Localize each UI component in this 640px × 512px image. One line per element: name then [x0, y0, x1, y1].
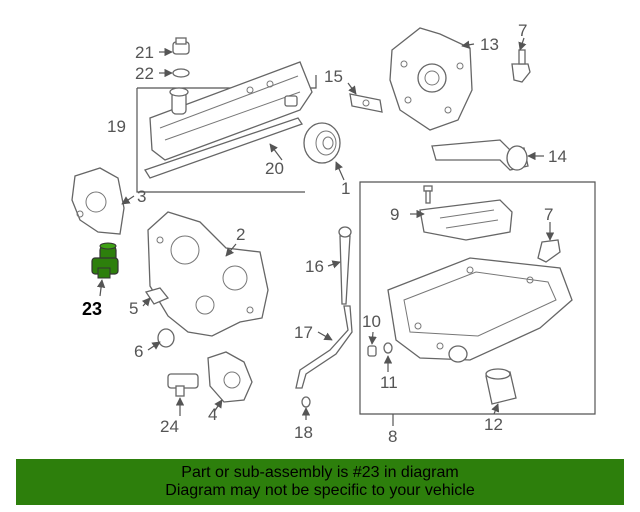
callout-7-top: 7: [518, 21, 527, 40]
parts-diagram: 21 22 19 15 13 7 14 20 1 3 9 7 2 16 23 5…: [71, 21, 596, 446]
highlighted-part-23[interactable]: [91, 242, 119, 279]
callout-2: 2: [236, 225, 245, 244]
callout-18: 18: [294, 423, 313, 442]
timing-cover-3: [71, 167, 125, 235]
dipstick-tube: [295, 305, 353, 389]
callout-11: 11: [380, 373, 398, 392]
gasket-15: [349, 93, 383, 113]
bolt-9: [423, 185, 433, 204]
callout-9: 9: [390, 205, 399, 224]
timing-case-2: [147, 211, 269, 337]
oil-pan-box: [359, 181, 596, 415]
baffle-9: [419, 199, 513, 241]
sensor-7-middle: [537, 239, 561, 263]
dipstick: [338, 226, 352, 305]
washer-11: [383, 342, 393, 354]
oil-pickup-tube: [431, 139, 529, 171]
callout-10: 10: [362, 312, 381, 331]
callout-7-middle: 7: [544, 205, 553, 224]
o-ring-6: [157, 328, 175, 348]
crankshaft-pulley: [303, 122, 341, 164]
cover-4: [207, 351, 253, 403]
callout-labels: 21 22 19 15 13 7 14 20 1 3 9 7 2 16 23 5…: [82, 21, 567, 446]
callout-22: 22: [135, 64, 154, 83]
pcv-valve: [284, 95, 298, 107]
banner-line-2: Diagram may not be specific to your vehi…: [165, 482, 475, 499]
callout-13: 13: [480, 35, 499, 54]
drain-plug-10: [367, 345, 377, 357]
callout-16: 16: [305, 257, 324, 276]
callout-6: 6: [134, 342, 143, 361]
callout-23[interactable]: 23: [82, 299, 102, 319]
callout-14: 14: [548, 147, 567, 166]
callout-1: 1: [341, 179, 350, 198]
callout-19: 19: [107, 117, 126, 136]
oil-filler-cap: [172, 37, 190, 55]
info-banner: Part or sub-assembly is #23 in diagram D…: [16, 459, 624, 505]
valve-cover: [149, 61, 313, 161]
callout-21: 21: [135, 43, 154, 62]
sensor-7-top: [511, 49, 531, 83]
gasket-5: [144, 287, 170, 305]
o-ring-18: [301, 396, 311, 408]
callout-20: 20: [265, 159, 284, 178]
callout-24: 24: [160, 417, 179, 436]
callout-4: 4: [208, 405, 217, 424]
callout-8: 8: [388, 427, 397, 446]
banner-line-1: Part or sub-assembly is #23 in diagram: [181, 464, 459, 481]
callout-17: 17: [294, 323, 313, 342]
leader-lines: [96, 37, 555, 426]
oil-pan: [387, 257, 573, 363]
callout-12: 12: [484, 415, 503, 434]
solenoid-24: [167, 373, 199, 397]
callout-5: 5: [129, 299, 138, 318]
oil-pump-housing: [389, 27, 473, 131]
valve-cover-gasket: [144, 117, 304, 179]
callout-15: 15: [324, 67, 343, 86]
callout-3: 3: [137, 187, 146, 206]
oil-filter-12: [485, 368, 517, 405]
oil-cap-seal: [172, 68, 190, 78]
valve-cover-box: [136, 75, 317, 193]
